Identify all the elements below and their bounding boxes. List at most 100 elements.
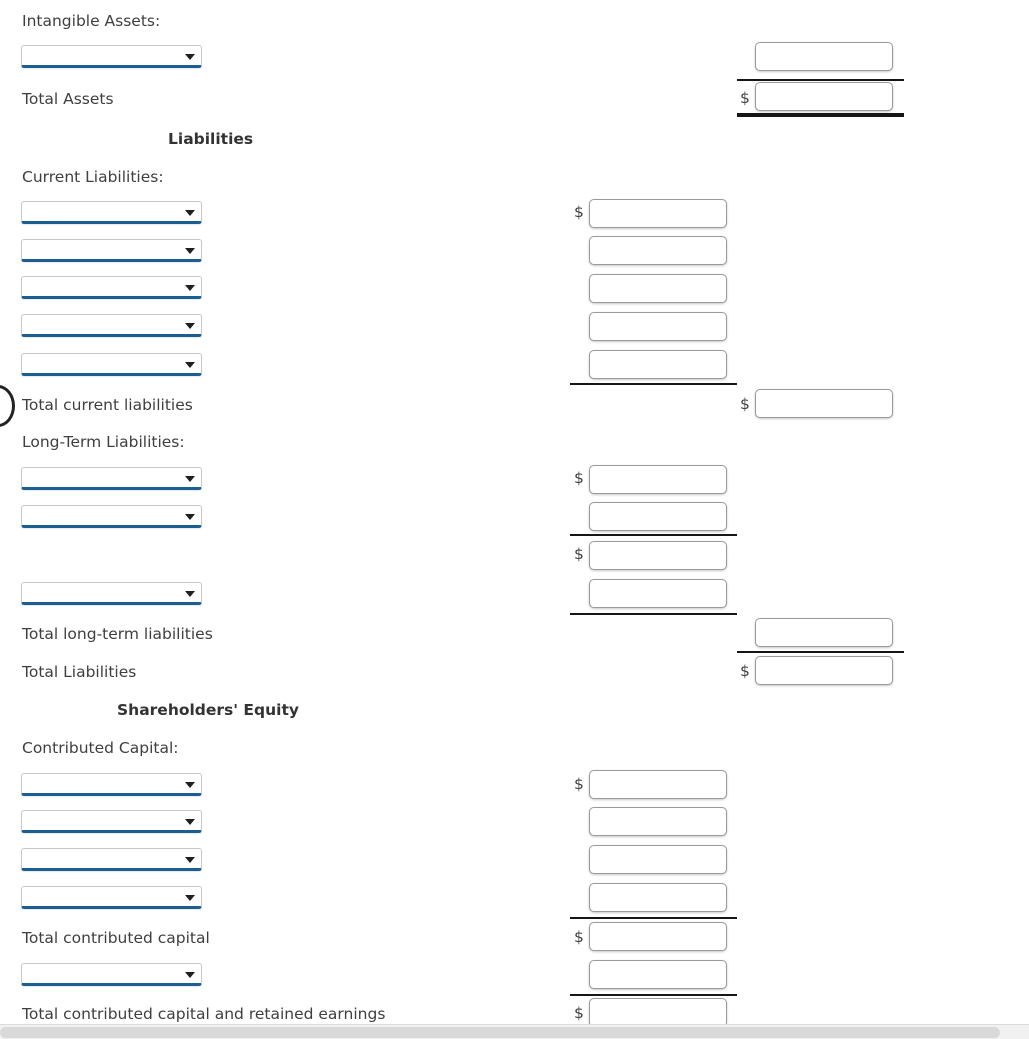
amount-input-contributed-capital-4[interactable] bbox=[589, 883, 727, 912]
account-select-current-liability-1[interactable] bbox=[21, 201, 202, 224]
subtotal-rule-current-liabilities bbox=[570, 383, 737, 385]
contributed-capital-label: Contributed Capital: bbox=[22, 739, 179, 757]
chevron-down-icon bbox=[185, 361, 195, 368]
subtotal-rule-total-liabilities bbox=[737, 651, 904, 653]
row-current-liability-4 bbox=[0, 309, 1029, 347]
row-intangible-assets-header: Intangible Assets: bbox=[0, 2, 1029, 40]
total-contributed-and-retained-label: Total contributed capital and retained e… bbox=[22, 1005, 386, 1023]
row-long-term-liability-1: $ bbox=[0, 460, 1029, 498]
amount-input-total-contributed-and-retained[interactable] bbox=[589, 998, 727, 1027]
chevron-down-icon bbox=[185, 781, 195, 788]
chevron-down-icon bbox=[185, 818, 195, 825]
account-select-retained-earnings[interactable] bbox=[21, 963, 202, 986]
subtotal-rule-long-term-inner bbox=[570, 534, 737, 536]
row-total-current-liabilities: Total current liabilities $ bbox=[0, 386, 1029, 424]
amount-input-current-liability-1[interactable] bbox=[589, 199, 727, 228]
row-total-contributed-and-retained: Total contributed capital and retained e… bbox=[0, 995, 1029, 1033]
currency-symbol: $ bbox=[740, 662, 750, 680]
amount-input-long-term-liability-3[interactable] bbox=[589, 541, 727, 570]
amount-input-intangible-1[interactable] bbox=[755, 42, 893, 71]
row-equity-heading: Shareholders' Equity bbox=[0, 691, 1029, 729]
account-select-current-liability-2[interactable] bbox=[21, 239, 202, 262]
horizontal-scrollbar[interactable] bbox=[0, 1024, 1029, 1039]
row-total-long-term-liabilities: Total long-term liabilities bbox=[0, 615, 1029, 653]
row-long-term-liabilities-header: Long-Term Liabilities: bbox=[0, 423, 1029, 461]
currency-symbol: $ bbox=[740, 89, 750, 107]
amount-input-total-contributed-capital[interactable] bbox=[589, 922, 727, 951]
total-assets-label: Total Assets bbox=[22, 90, 114, 108]
chevron-down-icon bbox=[185, 513, 195, 520]
intangible-assets-label: Intangible Assets: bbox=[22, 12, 161, 30]
amount-input-total-assets[interactable] bbox=[755, 82, 893, 111]
long-term-liabilities-label: Long-Term Liabilities: bbox=[22, 433, 185, 451]
row-contributed-capital-4 bbox=[0, 880, 1029, 918]
currency-symbol: $ bbox=[574, 775, 584, 793]
account-select-current-liability-4[interactable] bbox=[21, 314, 202, 337]
row-current-liability-2 bbox=[0, 233, 1029, 271]
account-select-contributed-capital-3[interactable] bbox=[21, 848, 202, 871]
amount-input-long-term-liability-1[interactable] bbox=[589, 465, 727, 494]
chevron-down-icon bbox=[185, 475, 195, 482]
currency-symbol: $ bbox=[574, 928, 584, 946]
total-liabilities-label: Total Liabilities bbox=[22, 663, 137, 681]
row-current-liability-1: $ bbox=[0, 195, 1029, 233]
subtotal-rule-long-term-liabilities bbox=[570, 613, 737, 615]
currency-symbol: $ bbox=[574, 545, 584, 563]
amount-input-contributed-capital-1[interactable] bbox=[589, 770, 727, 799]
account-select-long-term-liability-1[interactable] bbox=[21, 467, 202, 490]
amount-input-current-liability-3[interactable] bbox=[589, 274, 727, 303]
currency-symbol: $ bbox=[574, 1004, 584, 1022]
amount-input-current-liability-5[interactable] bbox=[589, 350, 727, 379]
amount-input-long-term-liability-4[interactable] bbox=[589, 579, 727, 608]
row-retained-earnings bbox=[0, 957, 1029, 995]
row-current-liabilities-header: Current Liabilities: bbox=[0, 158, 1029, 196]
row-liabilities-heading: Liabilities bbox=[0, 120, 1029, 158]
total-long-term-liabilities-label: Total long-term liabilities bbox=[22, 625, 213, 643]
account-select-long-term-liability-2[interactable] bbox=[21, 505, 202, 528]
account-select-long-term-liability-4[interactable] bbox=[21, 582, 202, 605]
row-contributed-capital-header: Contributed Capital: bbox=[0, 729, 1029, 767]
account-select-contributed-capital-1[interactable] bbox=[21, 773, 202, 796]
chevron-down-icon bbox=[185, 53, 195, 60]
current-liabilities-label: Current Liabilities: bbox=[22, 168, 164, 186]
shareholders-equity-heading: Shareholders' Equity bbox=[117, 701, 299, 719]
row-contributed-capital-2 bbox=[0, 804, 1029, 842]
amount-input-total-current-liabilities[interactable] bbox=[755, 389, 893, 418]
chevron-down-icon bbox=[185, 209, 195, 216]
row-current-liability-5 bbox=[0, 347, 1029, 385]
amount-input-total-long-term-liabilities[interactable] bbox=[755, 618, 893, 647]
row-long-term-liability-3: $ bbox=[0, 536, 1029, 574]
total-contributed-capital-label: Total contributed capital bbox=[22, 929, 210, 947]
chevron-down-icon bbox=[185, 971, 195, 978]
row-long-term-liability-4 bbox=[0, 575, 1029, 613]
amount-input-retained-earnings[interactable] bbox=[589, 960, 727, 989]
amount-input-total-liabilities[interactable] bbox=[755, 656, 893, 685]
account-select-intangible-1[interactable] bbox=[21, 45, 202, 68]
subtotal-rule-assets bbox=[737, 79, 904, 81]
grand-total-rule-assets bbox=[737, 113, 904, 117]
chevron-down-icon bbox=[185, 284, 195, 291]
amount-input-contributed-capital-3[interactable] bbox=[589, 845, 727, 874]
currency-symbol: $ bbox=[574, 469, 584, 487]
account-select-current-liability-3[interactable] bbox=[21, 276, 202, 299]
total-current-liabilities-label: Total current liabilities bbox=[22, 396, 193, 414]
amount-input-long-term-liability-2[interactable] bbox=[589, 502, 727, 531]
row-current-liability-3 bbox=[0, 271, 1029, 309]
amount-input-contributed-capital-2[interactable] bbox=[589, 807, 727, 836]
amount-input-current-liability-2[interactable] bbox=[589, 236, 727, 265]
amount-input-current-liability-4[interactable] bbox=[589, 312, 727, 341]
row-total-liabilities: Total Liabilities $ bbox=[0, 653, 1029, 691]
scrollbar-thumb[interactable] bbox=[0, 1027, 1000, 1038]
currency-symbol: $ bbox=[574, 203, 584, 221]
chevron-down-icon bbox=[185, 590, 195, 597]
row-contributed-capital-1: $ bbox=[0, 766, 1029, 804]
account-select-contributed-capital-4[interactable] bbox=[21, 886, 202, 909]
currency-symbol: $ bbox=[740, 395, 750, 413]
row-long-term-liability-2 bbox=[0, 498, 1029, 536]
chevron-down-icon bbox=[185, 856, 195, 863]
chevron-down-icon bbox=[185, 322, 195, 329]
account-select-current-liability-5[interactable] bbox=[21, 353, 202, 376]
subtotal-rule-contributed-and-retained bbox=[570, 994, 737, 996]
account-select-contributed-capital-2[interactable] bbox=[21, 810, 202, 833]
